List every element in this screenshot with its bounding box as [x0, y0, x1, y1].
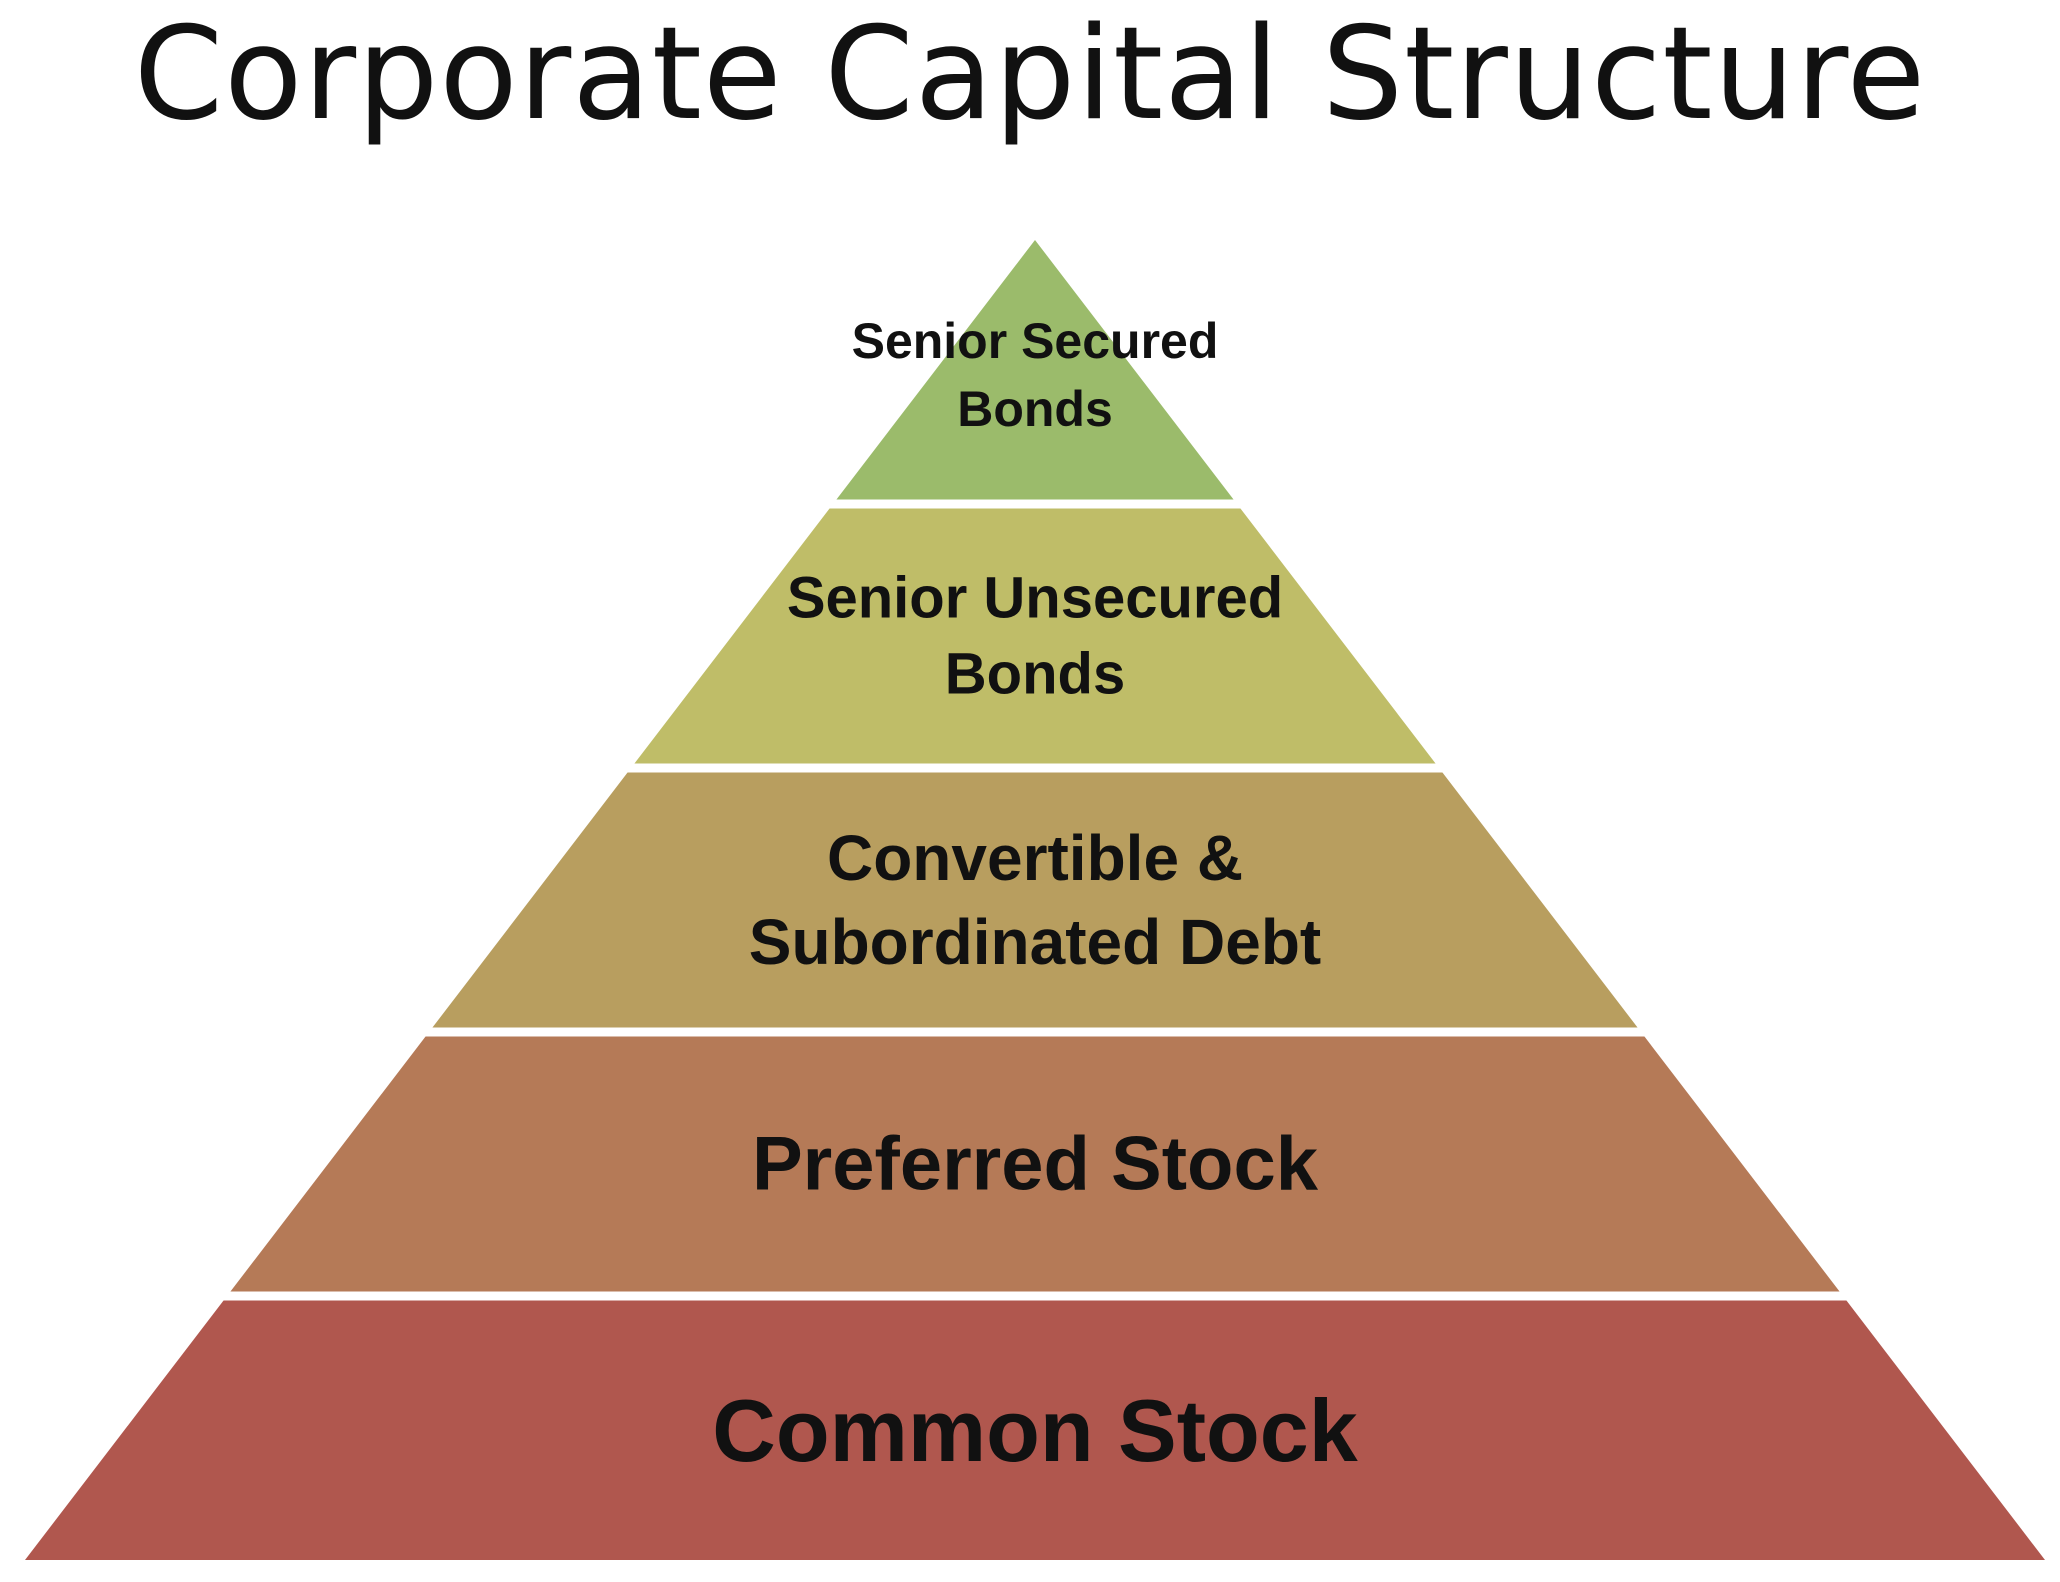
pyramid-layer-3: Convertible & Subordinated Debt	[432, 772, 1638, 1028]
pyramid-layer-5: Common Stock	[25, 1300, 2045, 1560]
pyramid-layer-label: Bonds	[945, 642, 1125, 707]
pyramid-layer-shape	[230, 1036, 1840, 1292]
pyramid-layer-4: Preferred Stock	[230, 1036, 1840, 1292]
pyramid-layer-label: Convertible &	[827, 822, 1243, 894]
pyramid-layer-label: Common Stock	[712, 1381, 1358, 1480]
pyramid-layer-shape	[432, 772, 1638, 1028]
pyramid-layer-label: Bonds	[957, 381, 1113, 437]
pyramid-layer-shape	[25, 1300, 2045, 1560]
pyramid-layer-label: Senior Secured	[852, 313, 1219, 369]
pyramid-layer-shape	[634, 508, 1436, 764]
pyramid-layer-shape	[836, 240, 1234, 500]
pyramid-layer-label: Senior Unsecured	[787, 566, 1283, 631]
page-title: Corporate Capital Structure	[133, 0, 1927, 149]
pyramid-layer-label: Preferred Stock	[752, 1122, 1319, 1207]
pyramid-layer-label: Subordinated Debt	[749, 906, 1321, 978]
